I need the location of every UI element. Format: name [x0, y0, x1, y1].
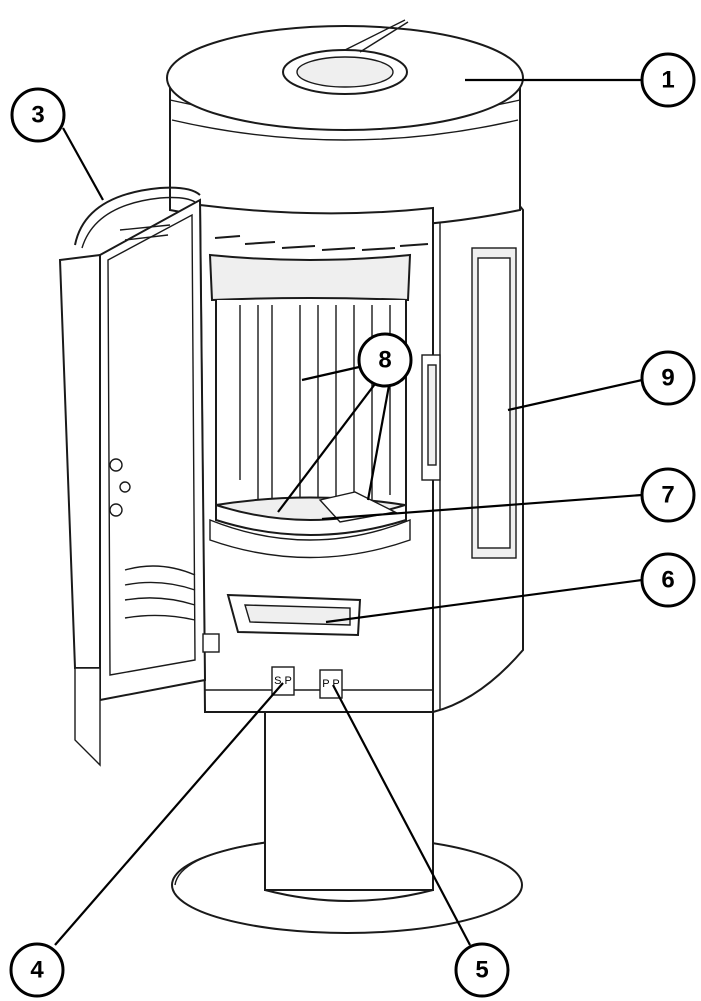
- leader-lines: [54, 78, 643, 946]
- callout-8-label: 8: [378, 347, 391, 374]
- stove-body: S P P P: [198, 203, 441, 713]
- callout-7: 7: [640, 467, 696, 523]
- side-panel: [432, 190, 524, 714]
- right-control-mark: P P: [322, 678, 340, 690]
- callout-4: 4: [9, 942, 65, 998]
- left-control-mark: S P: [274, 675, 292, 687]
- callout-6: 6: [640, 552, 696, 608]
- callout-9-label: 9: [661, 365, 674, 392]
- callout-5: 5: [454, 942, 510, 998]
- firebricks: [239, 305, 391, 505]
- callout-3: 3: [10, 87, 66, 143]
- callout-3-label: 3: [31, 102, 44, 129]
- top-lid: [166, 19, 524, 229]
- callout-1: 1: [640, 52, 696, 108]
- pedestal-column: [264, 711, 434, 902]
- open-door: [58, 186, 220, 767]
- callout-5-label: 5: [475, 957, 488, 984]
- callout-4-label: 4: [30, 957, 44, 984]
- callout-7-label: 7: [661, 482, 674, 509]
- callout-8: 8: [357, 332, 413, 388]
- callout-9: 9: [640, 350, 696, 406]
- callout-6-label: 6: [661, 567, 674, 594]
- callout-1-label: 1: [661, 67, 674, 94]
